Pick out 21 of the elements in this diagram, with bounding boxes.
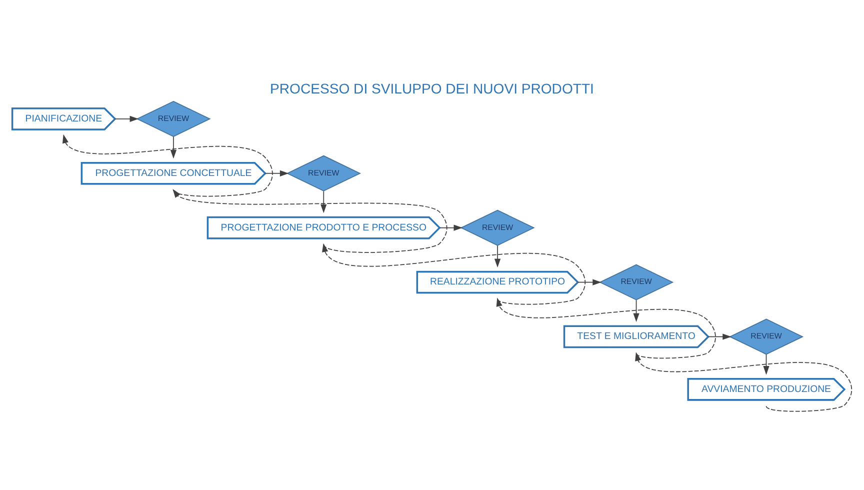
- diagram-title: PROCESSO DI SVILUPPO DEI NUOVI PRODOTTI: [270, 80, 594, 96]
- node-diamond: REVIEW: [598, 264, 674, 300]
- arrow: [114, 116, 139, 122]
- node-diamond: REVIEW: [460, 210, 535, 246]
- arrow: [494, 245, 501, 268]
- arrow: [264, 170, 289, 176]
- arrow: [170, 136, 177, 159]
- arrow: [763, 354, 770, 375]
- node-diamond: REVIEW: [136, 100, 211, 137]
- node-diamond: REVIEW: [728, 318, 804, 355]
- node-diamond: REVIEW: [286, 155, 361, 192]
- arrow: [578, 279, 602, 286]
- arrow: [62, 134, 273, 197]
- arrow: [633, 300, 640, 322]
- arrow: [320, 190, 327, 214]
- arrow: [708, 334, 732, 340]
- arrow: [322, 243, 586, 305]
- arrow: [439, 224, 463, 231]
- arrow: [496, 298, 716, 359]
- arrow: [635, 352, 852, 412]
- arrow: [172, 188, 448, 253]
